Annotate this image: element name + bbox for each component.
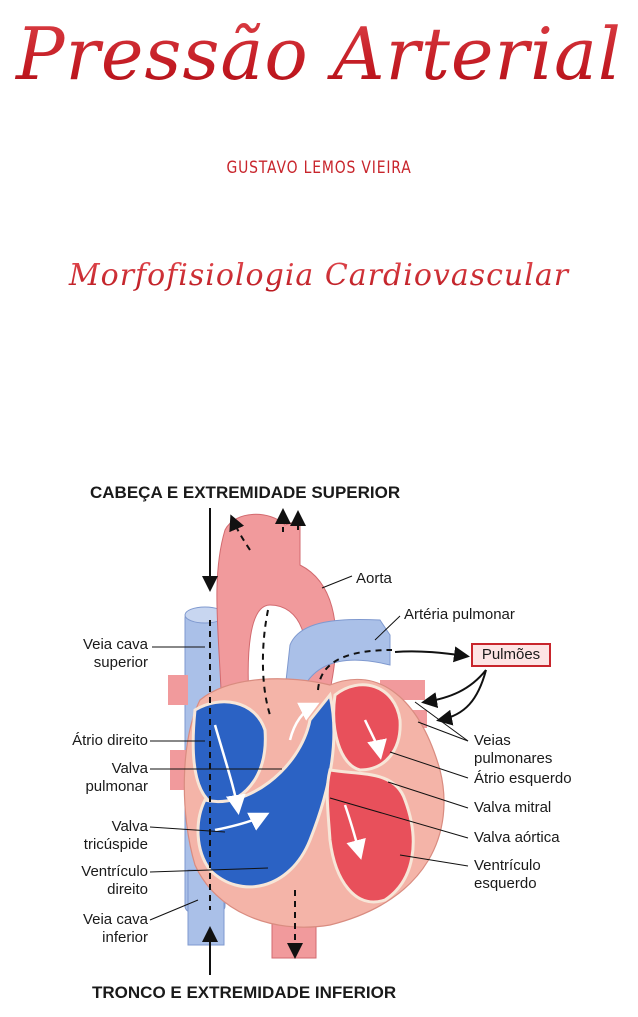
azygos-vessel <box>168 675 188 705</box>
label-pulmonary-valve: Valva pulmonar <box>40 760 148 796</box>
label-left-atrium: Átrio esquerdo <box>474 770 572 788</box>
label-pulmonary-artery: Artéria pulmonar <box>404 606 515 624</box>
heart-diagram: CABEÇA E EXTREMIDADE SUPERIOR TRONCO E E… <box>0 470 638 1012</box>
head-upper-limb-label: CABEÇA E EXTREMIDADE SUPERIOR <box>90 484 400 502</box>
label-tricuspid-valve: Valva tricúspide <box>40 818 148 854</box>
label-pulmonary-veins: Veias pulmonares <box>474 732 552 768</box>
label-right-atrium: Átrio direito <box>20 732 148 750</box>
label-superior-vena-cava: Veia cava superior <box>40 636 148 672</box>
left-atrium <box>334 685 400 770</box>
page-subtitle: Morfofisiologia Cardiovascular <box>0 258 638 293</box>
author-name: GUSTAVO LEMOS VIEIRA <box>57 158 580 178</box>
lungs-box: Pulmões <box>471 643 551 667</box>
label-aortic-valve: Valva aórtica <box>474 829 560 847</box>
label-aorta: Aorta <box>356 570 392 588</box>
label-left-ventricle: Ventrículo esquerdo <box>474 857 541 893</box>
label-mitral-valve: Valva mitral <box>474 799 551 817</box>
to-lungs-arrow <box>395 651 466 656</box>
trunk-lower-limb-label: TRONCO E EXTREMIDADE INFERIOR <box>92 984 396 1002</box>
from-lungs-arrow-1 <box>425 670 486 702</box>
label-inferior-vena-cava: Veia cava inferior <box>40 911 148 947</box>
label-right-ventricle: Ventrículo direito <box>30 863 148 899</box>
page-title: Pressão Arterial <box>0 0 638 120</box>
